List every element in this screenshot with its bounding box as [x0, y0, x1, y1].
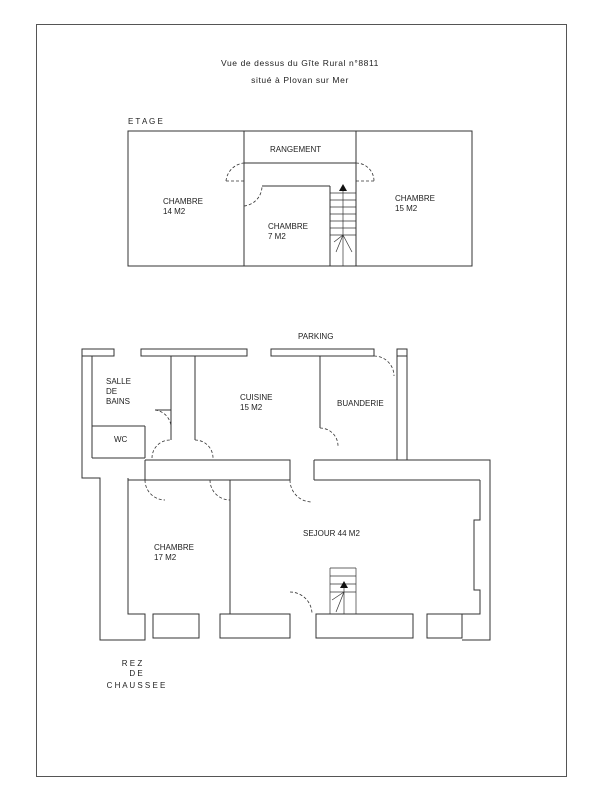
chambre-ground-area: 17 M2: [154, 553, 177, 562]
etage-doors: [225, 162, 375, 207]
chambre-right-name: CHAMBRE: [395, 194, 435, 203]
chambre-left-area: 14 M2: [163, 207, 186, 216]
chambre-mid-name: CHAMBRE: [268, 222, 308, 231]
wc-label: WC: [114, 435, 128, 444]
buanderie-label: BUANDERIE: [337, 399, 384, 408]
cuisine-area: 15 M2: [240, 403, 263, 412]
ground-stair: [329, 567, 357, 614]
salle-de-bains-line2: DE: [106, 387, 117, 396]
etage-walls: [127, 130, 473, 267]
page-frame: [36, 24, 567, 777]
chambre-left-name: CHAMBRE: [163, 197, 203, 206]
rangement-label: RANGEMENT: [270, 145, 321, 154]
cuisine-name: CUISINE: [240, 393, 272, 402]
chambre-mid-area: 7 M2: [268, 232, 286, 241]
ground-doors: [144, 355, 395, 615]
sejour-label: SEJOUR 44 M2: [303, 529, 360, 538]
salle-de-bains-line3: BAINS: [106, 397, 130, 406]
rez-label-line2: D E: [129, 669, 142, 678]
stair-up-arrow-icon: [339, 184, 347, 191]
salle-de-bains-line1: SALLE: [106, 377, 131, 386]
plan-title-line1: Vue de dessus du Gîte Rural n°8811: [221, 58, 379, 68]
rez-label-line3: C H A U S S E E: [107, 681, 166, 690]
chambre-ground-name: CHAMBRE: [154, 543, 194, 552]
plan-title-line2: situé à Plovan sur Mer: [251, 75, 349, 85]
parking-label: PARKING: [298, 332, 333, 341]
rez-label-line1: R E Z: [122, 659, 143, 668]
etage-stair: [330, 184, 356, 266]
etage-label: E T A G E: [128, 117, 163, 126]
stair-up-arrow-icon: [340, 581, 348, 588]
ground-walls: [81, 348, 491, 641]
chambre-right-area: 15 M2: [395, 204, 418, 213]
